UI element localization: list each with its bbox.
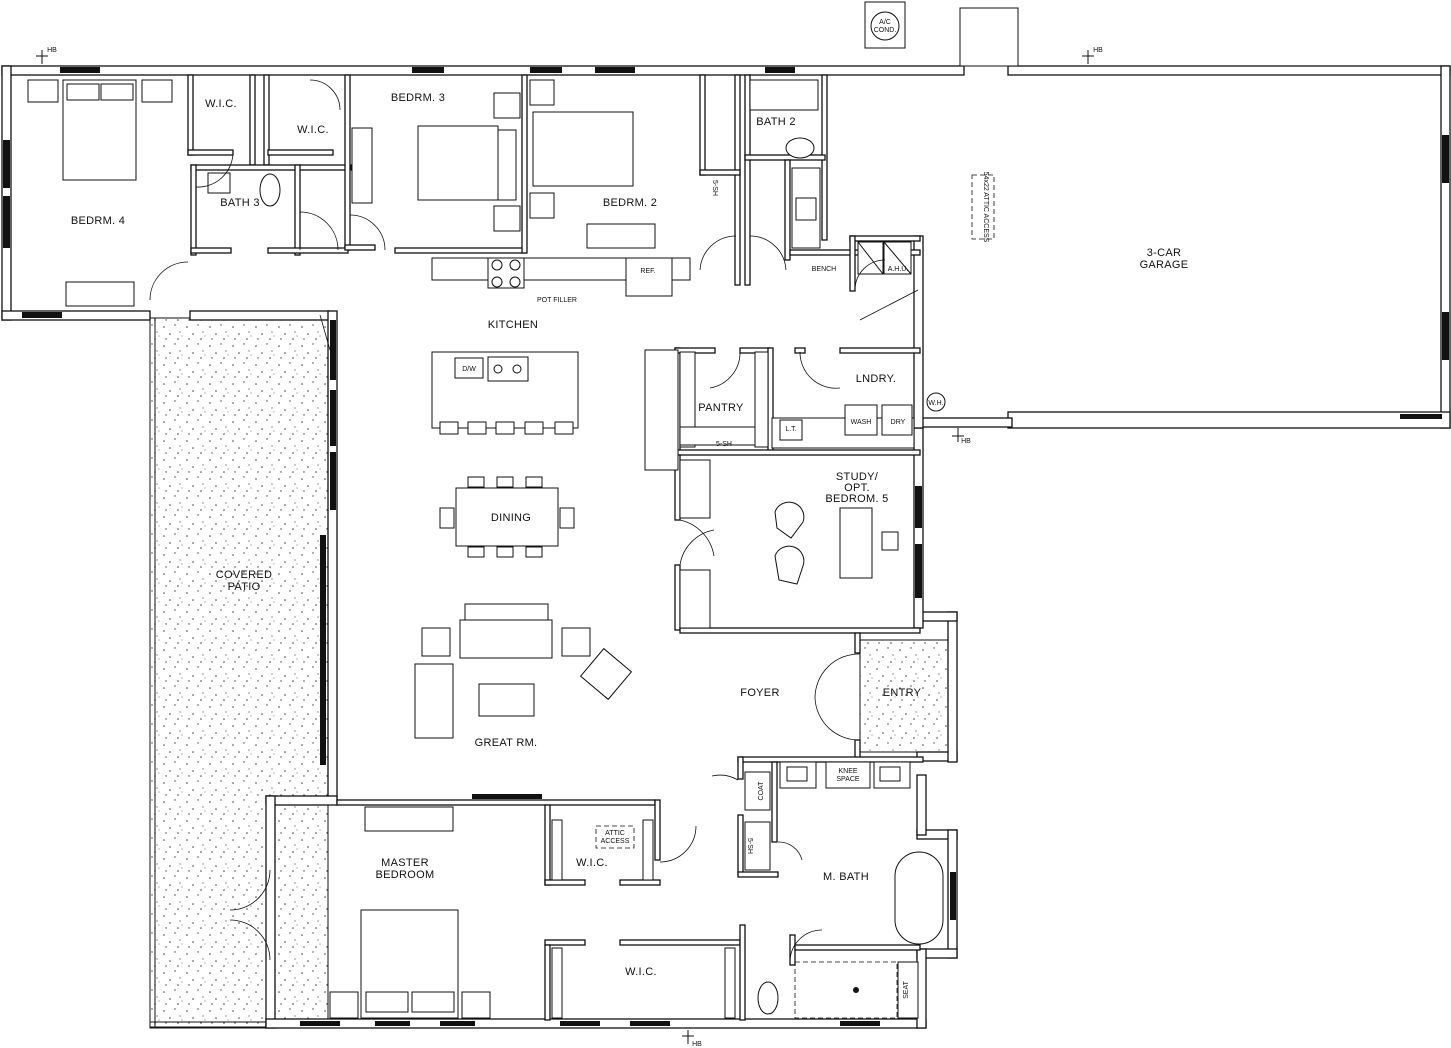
m-bath-label: M. BATH [823, 871, 869, 883]
pantry-shelf-note: 5-SH [716, 441, 732, 448]
seat-note: SEAT [903, 980, 910, 998]
garage-attic-note: 54x22 ATTIC ACCESS [982, 172, 989, 243]
garage-label-2: GARAGE [1140, 259, 1189, 271]
bench-note: BENCH [812, 266, 837, 273]
hb-label-3: HB [961, 438, 971, 445]
master-bath-fixtures [744, 761, 944, 1019]
garage-side-door-stoop [959, 7, 1019, 67]
bedroom4-furniture [27, 79, 281, 307]
hb-label-1: HB [47, 47, 57, 54]
great-room-furniture [414, 603, 633, 739]
interior-walls [187, 74, 924, 1021]
ac-condenser [864, 1, 906, 49]
room-labels: BEDRM. 4 W.I.C. W.I.C. BATH 3 BEDRM. 3 B… [71, 92, 1189, 978]
dining-set [439, 476, 575, 558]
covered-patio-label-1: COVERED [216, 569, 273, 581]
study-label-2: OPT. [844, 482, 870, 494]
entry-label: ENTRY [883, 687, 922, 699]
knee-note-1: KNEE [838, 768, 857, 775]
wic-master1-label: W.I.C. [576, 857, 608, 869]
bath2-shelf-note: 5-SH [711, 180, 718, 196]
dw-note: D/W [462, 366, 476, 373]
pantry-laundry-fixtures [679, 351, 946, 449]
master-shelf-note: 5-SH [746, 838, 753, 854]
pantry-label: PANTRY [698, 402, 744, 414]
knee-note-2: SPACE [836, 776, 860, 783]
hose-bibs [36, 50, 1094, 1044]
wh-note: W.H. [928, 400, 943, 407]
bedrm4-label: BEDRM. 4 [71, 215, 125, 227]
study-label-3: BEDROM. 5 [825, 493, 888, 505]
covered-patio-label-2: PATIO [228, 581, 261, 593]
bath3-label: BATH 3 [220, 197, 260, 209]
entry-floor [859, 639, 953, 753]
bedrm2-label: BEDRM. 2 [603, 197, 657, 209]
lt-note: L.T. [785, 426, 796, 433]
lndry-label: LNDRY. [856, 373, 897, 385]
master-bedroom-furniture [329, 806, 736, 1019]
doors [149, 79, 919, 963]
master-label-2: BEDROOM [376, 869, 435, 881]
bedrm3-label: BEDRM. 3 [391, 92, 445, 104]
attic-note-2: ACCESS [601, 838, 630, 845]
foyer-label: FOYER [740, 687, 779, 699]
dry-note: DRY [891, 419, 906, 426]
fixture-notes: POT FILLER REF. D/W BENCH A.H.U. W.H. WA… [462, 180, 943, 999]
bath2-label: BATH 2 [756, 116, 796, 128]
study-label-1: STUDY/ [836, 471, 879, 483]
ac-cond-label-1: A/C [879, 19, 891, 26]
wic1-label: W.I.C. [205, 98, 237, 110]
wash-note: WASH [851, 419, 872, 426]
garage-label-1: 3-CAR [1147, 247, 1182, 259]
garage-attic-access [971, 174, 995, 240]
great-rm-label: GREAT RM. [475, 737, 538, 749]
windows [3, 67, 1449, 1026]
bath2-fixtures [749, 79, 912, 275]
kitchen-label: KITCHEN [488, 319, 538, 331]
ref-note: REF. [640, 268, 655, 275]
dining-label: DINING [491, 512, 531, 524]
ahu-note: A.H.U. [888, 266, 909, 273]
hb-label-2: HB [1093, 47, 1103, 54]
attic-note-1: ATTIC [605, 830, 625, 837]
covered-patio-floor [149, 317, 329, 1029]
wic-master2-label: W.I.C. [625, 966, 657, 978]
study-furniture [679, 459, 899, 629]
wic2-label: W.I.C. [297, 124, 329, 136]
master-label-1: MASTER [381, 857, 429, 869]
kitchen-fixtures [431, 257, 691, 471]
hb-label-4: HB [692, 1041, 702, 1048]
pot-filler-note: POT FILLER [537, 297, 577, 304]
ac-cond-label-2: COND. [874, 27, 897, 34]
coat-note: COAT [758, 781, 765, 801]
bedroom3-2-furniture [351, 79, 656, 249]
